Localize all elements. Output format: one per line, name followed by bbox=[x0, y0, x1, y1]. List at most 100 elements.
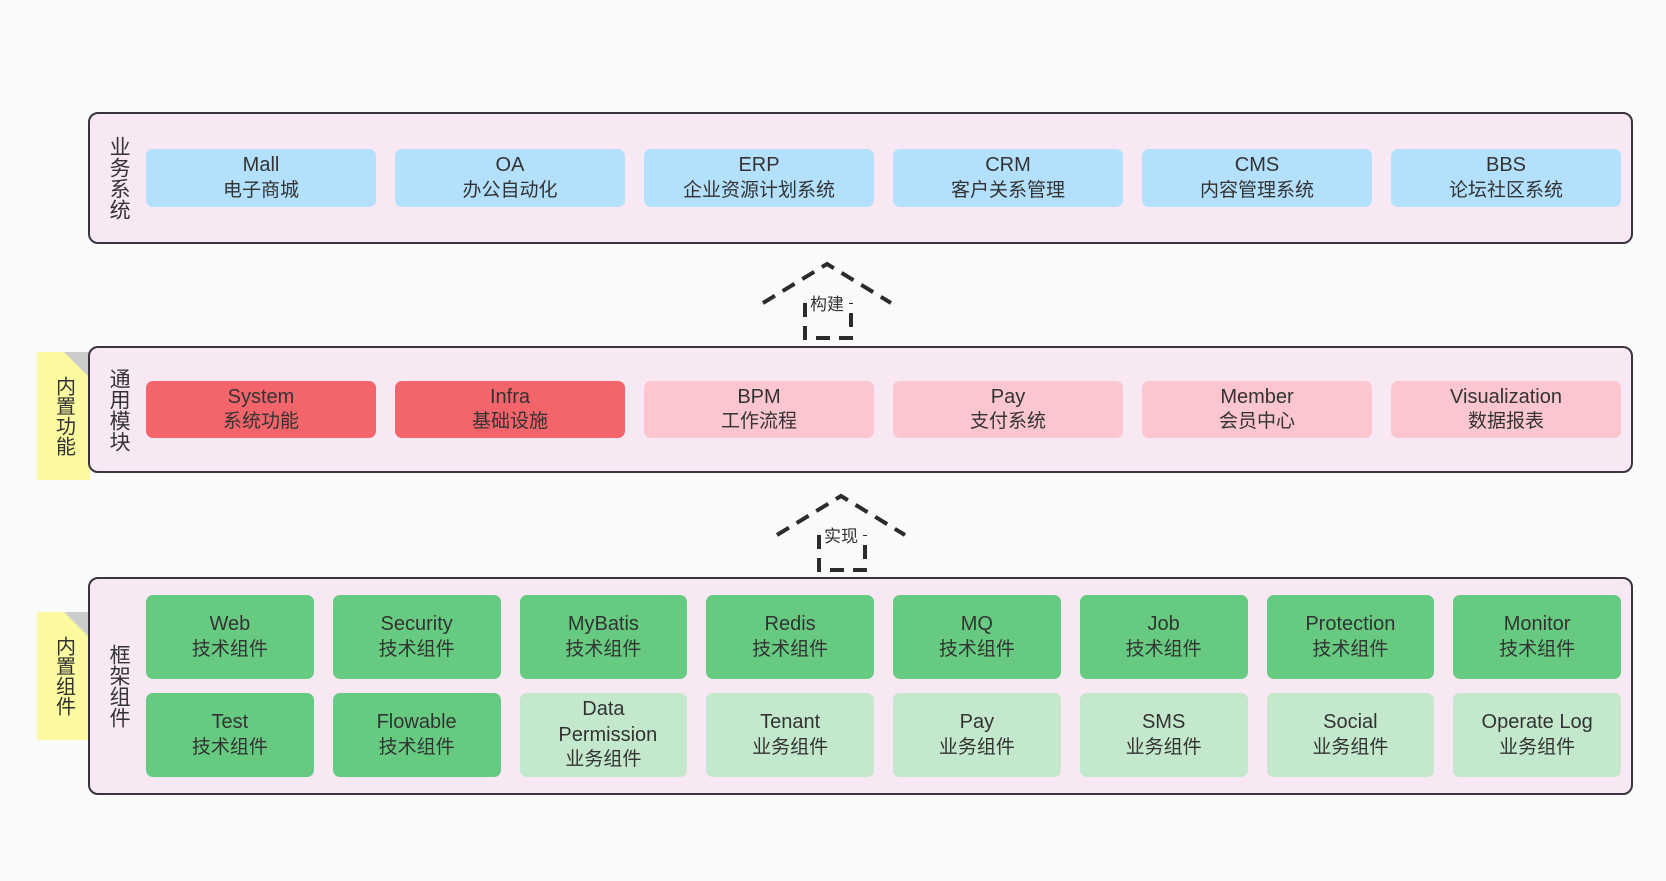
node-erp[interactable]: ERP 企业资源计划系统 bbox=[644, 149, 874, 207]
node-system-en: System bbox=[227, 385, 295, 408]
node-protection[interactable]: Protection 技术组件 bbox=[1266, 595, 1435, 679]
layer-business-systems-body: Mall 电子商城 OA 办公自动化 ERP 企业资源计划系统 CRM 客户关系… bbox=[142, 122, 1621, 234]
node-mq-cn: 技术组件 bbox=[938, 638, 1015, 660]
node-infra-en: Infra bbox=[489, 385, 531, 408]
node-bbs[interactable]: BBS 论坛社区系统 bbox=[1391, 149, 1621, 207]
connector-build-shape bbox=[761, 261, 893, 340]
node-oa[interactable]: OA 办公自动化 bbox=[395, 149, 625, 207]
node-pay-component-cn: 业务组件 bbox=[938, 736, 1015, 758]
node-social[interactable]: Social 业务组件 bbox=[1266, 693, 1435, 777]
node-protection-cn: 技术组件 bbox=[1312, 638, 1389, 660]
node-pay-module[interactable]: Pay 支付系统 bbox=[893, 380, 1123, 439]
node-crm[interactable]: CRM 客户关系管理 bbox=[893, 149, 1123, 207]
node-system-cn: 系统功能 bbox=[222, 411, 299, 433]
node-data-permission-cn: 业务组件 bbox=[565, 749, 642, 771]
node-security-cn: 技术组件 bbox=[378, 638, 455, 660]
connector-implement: 实现 bbox=[769, 490, 919, 572]
node-job-cn: 技术组件 bbox=[1125, 638, 1202, 660]
node-bpm[interactable]: BPM 工作流程 bbox=[644, 380, 874, 439]
node-pay-module-en: Pay bbox=[990, 385, 1026, 408]
node-operate-log-cn: 业务组件 bbox=[1499, 736, 1576, 758]
node-sms-cn: 业务组件 bbox=[1125, 736, 1202, 758]
node-pay-component[interactable]: Pay 业务组件 bbox=[893, 693, 1061, 777]
node-erp-cn: 企业资源计划系统 bbox=[682, 179, 835, 201]
node-mybatis-en: MyBatis bbox=[567, 613, 639, 636]
node-security-en: Security bbox=[380, 613, 453, 636]
node-monitor-en: Monitor bbox=[1503, 613, 1571, 636]
node-test-cn: 技术组件 bbox=[191, 736, 268, 758]
node-cms-cn: 内容管理系统 bbox=[1199, 179, 1314, 201]
layer-business-systems-label: 业务系统 bbox=[107, 136, 131, 220]
node-mq[interactable]: MQ 技术组件 bbox=[893, 595, 1061, 679]
node-tenant[interactable]: Tenant 业务组件 bbox=[706, 693, 874, 777]
layer-common-modules-label: 通用模块 bbox=[107, 367, 131, 452]
node-pay-module-cn: 支付系统 bbox=[969, 411, 1046, 433]
node-web[interactable]: Web 技术组件 bbox=[146, 595, 314, 679]
node-crm-cn: 客户关系管理 bbox=[950, 179, 1065, 201]
node-security[interactable]: Security 技术组件 bbox=[332, 595, 501, 679]
node-social-cn: 业务组件 bbox=[1312, 736, 1389, 758]
node-cms[interactable]: CMS 内容管理系统 bbox=[1142, 149, 1372, 207]
node-bbs-en: BBS bbox=[1485, 154, 1527, 177]
node-flowable-en: Flowable bbox=[376, 711, 457, 734]
node-cms-en: CMS bbox=[1234, 154, 1280, 177]
node-redis-en: Redis bbox=[764, 613, 816, 636]
node-infra[interactable]: Infra 基础设施 bbox=[395, 380, 625, 439]
layer-framework-components: 框架组件 Web 技术组件 Security 技术组件 MyBatis 技术组件… bbox=[88, 577, 1633, 795]
node-web-en: Web bbox=[209, 613, 251, 636]
node-sms-en: SMS bbox=[1141, 711, 1186, 734]
node-system[interactable]: System 系统功能 bbox=[146, 380, 376, 439]
node-data-permission[interactable]: Data Permission 业务组件 bbox=[519, 693, 688, 777]
layer-framework-components-row-2: Test 技术组件 Flowable 技术组件 Data Permission … bbox=[146, 693, 1621, 777]
layer-framework-components-body: Web 技术组件 Security 技术组件 MyBatis 技术组件 Redi… bbox=[142, 587, 1621, 785]
layer-business-systems-row-1: Mall 电子商城 OA 办公自动化 ERP 企业资源计划系统 CRM 客户关系… bbox=[146, 149, 1621, 207]
node-member-cn: 会员中心 bbox=[1218, 411, 1295, 433]
connector-build-label: 构建 bbox=[808, 290, 846, 315]
node-monitor-cn: 技术组件 bbox=[1499, 638, 1576, 660]
node-data-permission-en: Data Permission bbox=[558, 698, 658, 746]
node-bpm-cn: 工作流程 bbox=[720, 411, 797, 433]
node-sms[interactable]: SMS 业务组件 bbox=[1079, 693, 1248, 777]
sticky-note-builtin-features: 内置功能 bbox=[37, 352, 90, 480]
layer-common-modules-row-1: System 系统功能 Infra 基础设施 BPM 工作流程 Pay 支付系统… bbox=[146, 380, 1621, 439]
sticky-fold-icon bbox=[64, 612, 90, 638]
node-flowable-cn: 技术组件 bbox=[378, 736, 455, 758]
layer-framework-components-row-1: Web 技术组件 Security 技术组件 MyBatis 技术组件 Redi… bbox=[146, 595, 1621, 679]
node-operate-log[interactable]: Operate Log 业务组件 bbox=[1453, 693, 1621, 777]
node-erp-en: ERP bbox=[738, 154, 780, 177]
node-test-en: Test bbox=[211, 711, 249, 734]
node-pay-component-en: Pay bbox=[959, 711, 995, 734]
node-member[interactable]: Member 会员中心 bbox=[1142, 380, 1372, 439]
layer-framework-components-label: 框架组件 bbox=[107, 644, 131, 728]
node-mybatis-cn: 技术组件 bbox=[565, 638, 642, 660]
node-protection-en: Protection bbox=[1305, 613, 1396, 636]
node-visualization[interactable]: Visualization 数据报表 bbox=[1391, 380, 1621, 439]
node-mall-en: Mall bbox=[242, 154, 280, 177]
connector-build: 构建 bbox=[755, 258, 905, 340]
node-visualization-cn: 数据报表 bbox=[1467, 411, 1544, 433]
node-redis[interactable]: Redis 技术组件 bbox=[706, 595, 874, 679]
node-mq-en: MQ bbox=[960, 613, 993, 636]
node-mall[interactable]: Mall 电子商城 bbox=[146, 149, 376, 207]
node-infra-cn: 基础设施 bbox=[471, 411, 548, 433]
sticky-fold-icon bbox=[64, 352, 90, 378]
node-social-en: Social bbox=[1323, 711, 1378, 734]
node-redis-cn: 技术组件 bbox=[752, 638, 829, 660]
sticky-note-builtin-features-label: 内置功能 bbox=[52, 376, 75, 456]
sticky-note-builtin-components-label: 内置组件 bbox=[52, 636, 75, 716]
node-job[interactable]: Job 技术组件 bbox=[1079, 595, 1248, 679]
node-test[interactable]: Test 技术组件 bbox=[146, 693, 314, 777]
node-mybatis[interactable]: MyBatis 技术组件 bbox=[519, 595, 688, 679]
layer-common-modules-body: System 系统功能 Infra 基础设施 BPM 工作流程 Pay 支付系统… bbox=[142, 356, 1621, 463]
node-flowable[interactable]: Flowable 技术组件 bbox=[332, 693, 501, 777]
node-bbs-cn: 论坛社区系统 bbox=[1448, 179, 1563, 201]
node-operate-log-en: Operate Log bbox=[1481, 711, 1593, 734]
node-tenant-en: Tenant bbox=[760, 711, 821, 734]
node-oa-cn: 办公自动化 bbox=[462, 179, 558, 201]
sticky-note-builtin-components: 内置组件 bbox=[37, 612, 90, 740]
node-monitor[interactable]: Monitor 技术组件 bbox=[1453, 595, 1621, 679]
node-web-cn: 技术组件 bbox=[191, 638, 268, 660]
node-mall-cn: 电子商城 bbox=[222, 179, 299, 201]
node-oa-en: OA bbox=[495, 154, 525, 177]
node-tenant-cn: 业务组件 bbox=[752, 736, 829, 758]
